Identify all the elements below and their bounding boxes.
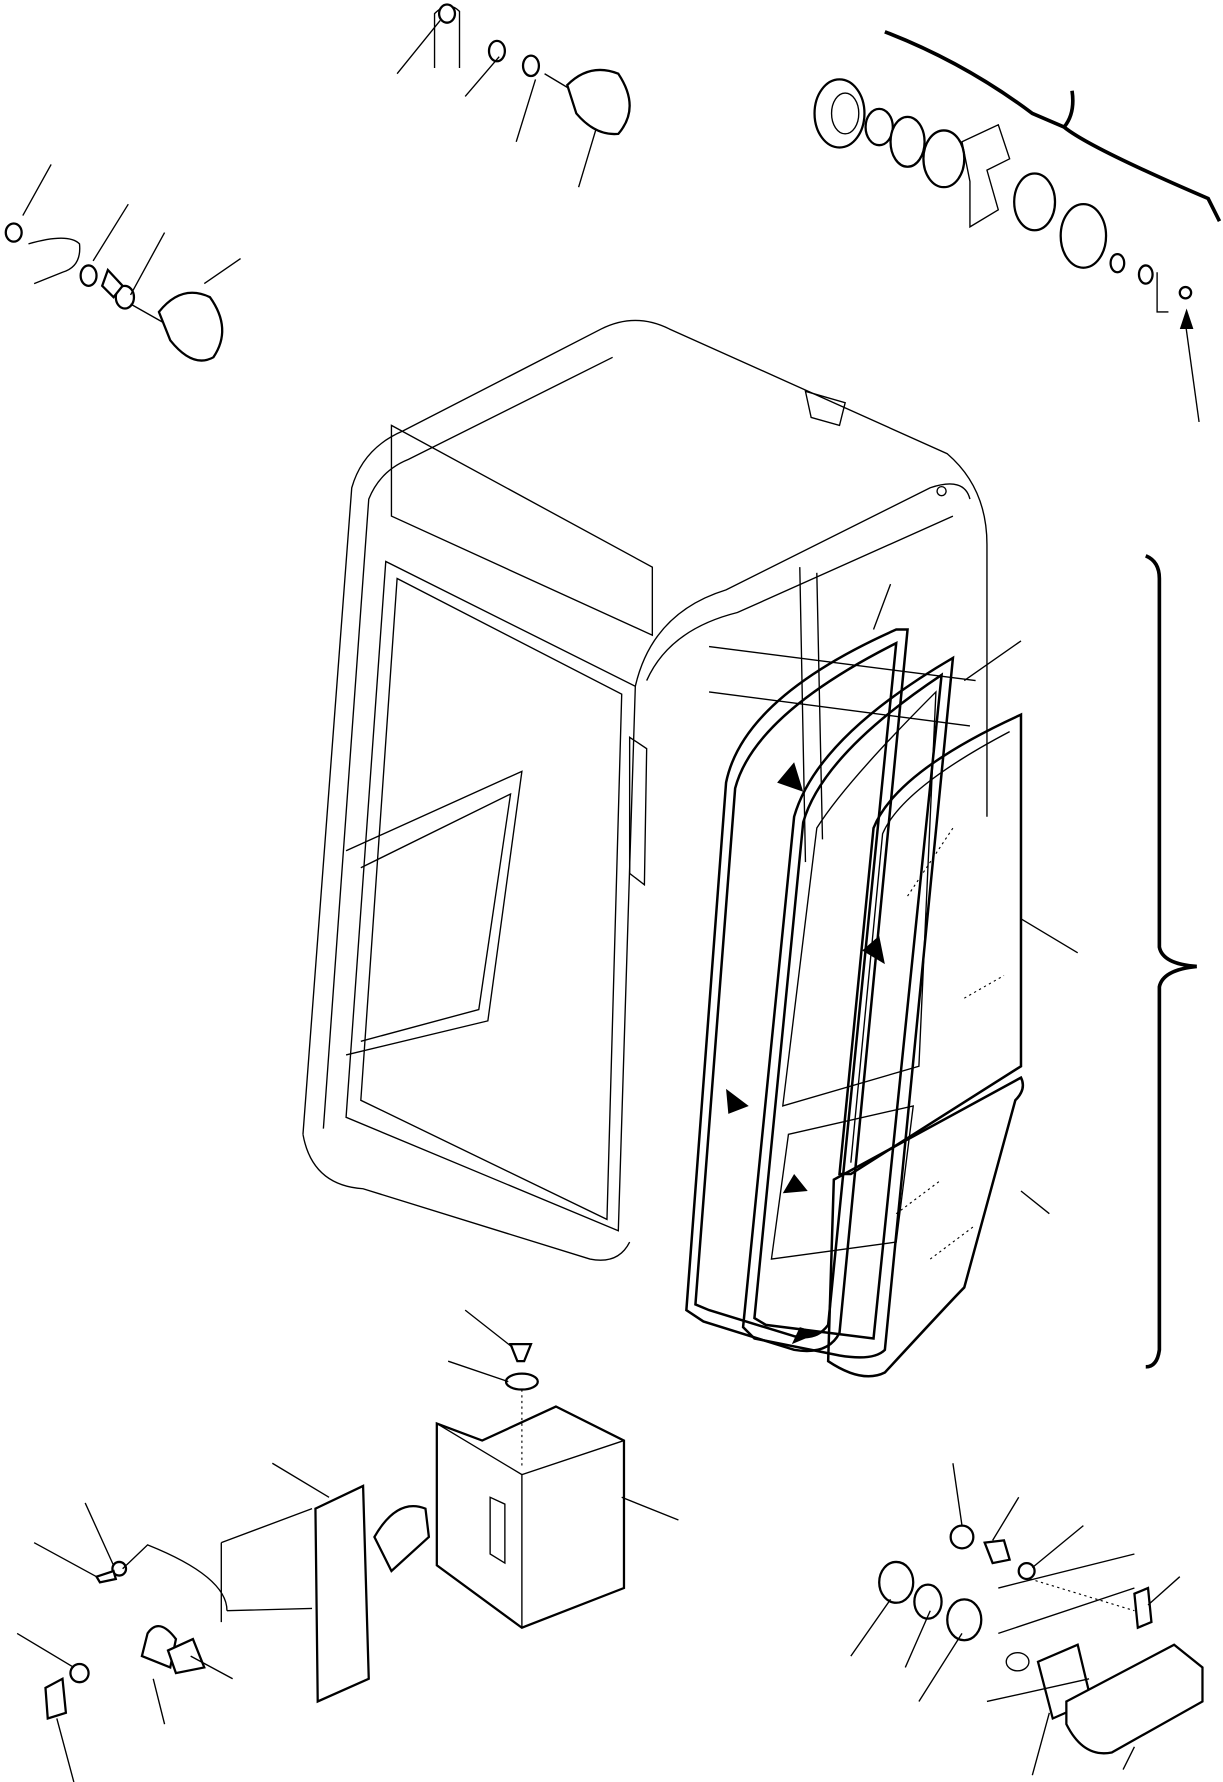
stopper-assembly-left [4, 164, 241, 362]
latch-assembly-left [16, 1462, 431, 1782]
cab-frame [302, 319, 988, 1261]
damper-assembly-right [813, 30, 1222, 423]
stopper-assembly-top [396, 3, 631, 188]
handle-assembly-right [850, 1463, 1204, 1776]
cover-bracket [435, 1309, 679, 1630]
door-assembly [685, 554, 1197, 1378]
